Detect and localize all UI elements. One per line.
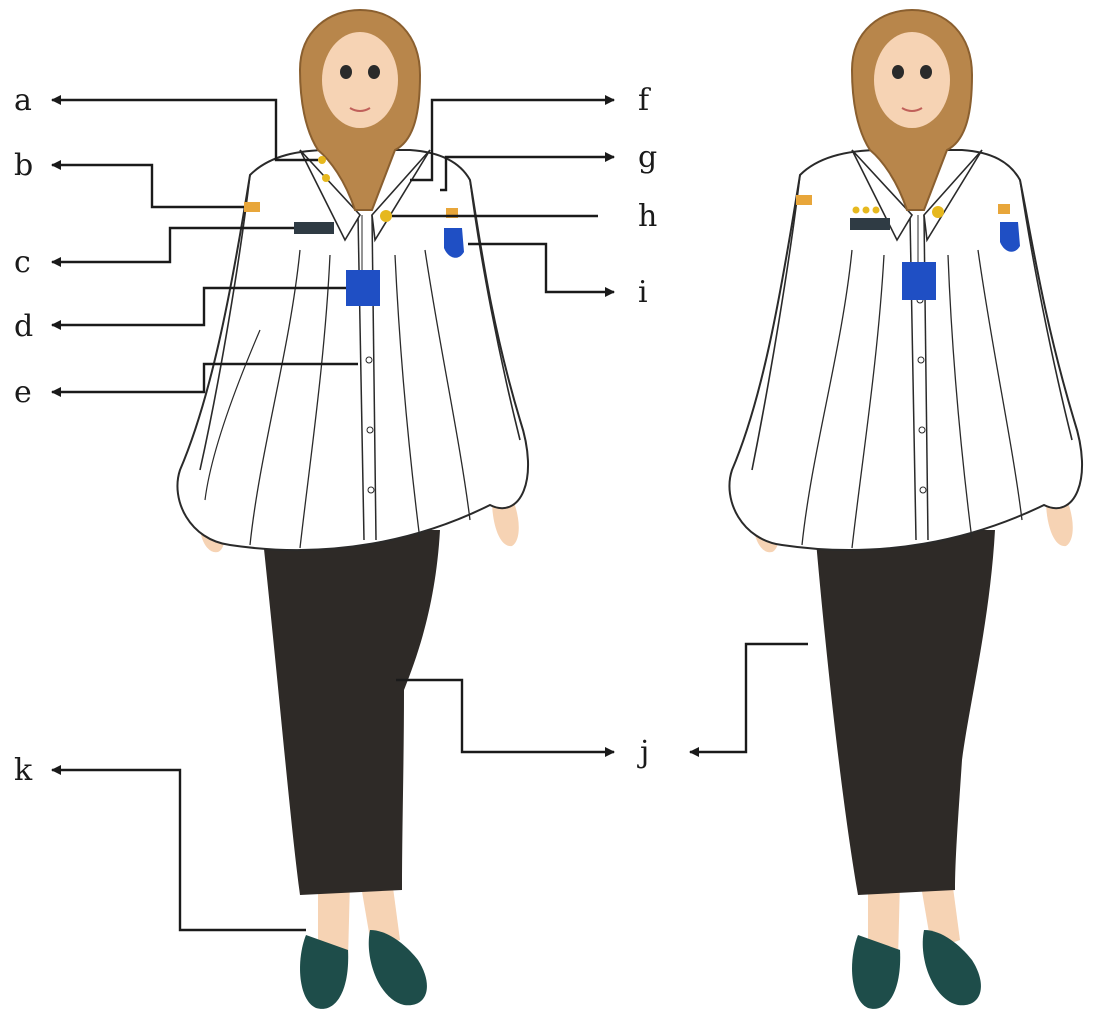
arrow-i [468,244,614,292]
label-b: b [14,148,33,183]
label-f: f [638,83,651,118]
label-i: i [638,275,648,310]
label-a: a [14,83,32,118]
figure-left [177,10,528,1009]
name-tag [294,222,334,234]
arrow-a [52,100,318,160]
figure-right [729,10,1082,1009]
arrow-b [52,165,244,207]
skirt [262,530,440,895]
rank-pin [318,156,326,164]
shoe-right [369,930,427,1005]
label-d: d [14,309,33,344]
arrow-j-left [396,680,614,752]
label-e: e [14,375,32,410]
skirt-right [815,530,995,895]
arrow-j-right [690,644,808,752]
arrow-k [52,770,306,930]
label-j: j [637,735,649,770]
id-card [346,270,380,306]
face [322,32,398,128]
emblem-pin [380,210,392,222]
label-g: g [638,140,657,175]
shoulder-strap-left [244,202,260,212]
label-k: k [14,753,33,788]
label-h: h [638,199,657,234]
label-c: c [14,245,31,280]
